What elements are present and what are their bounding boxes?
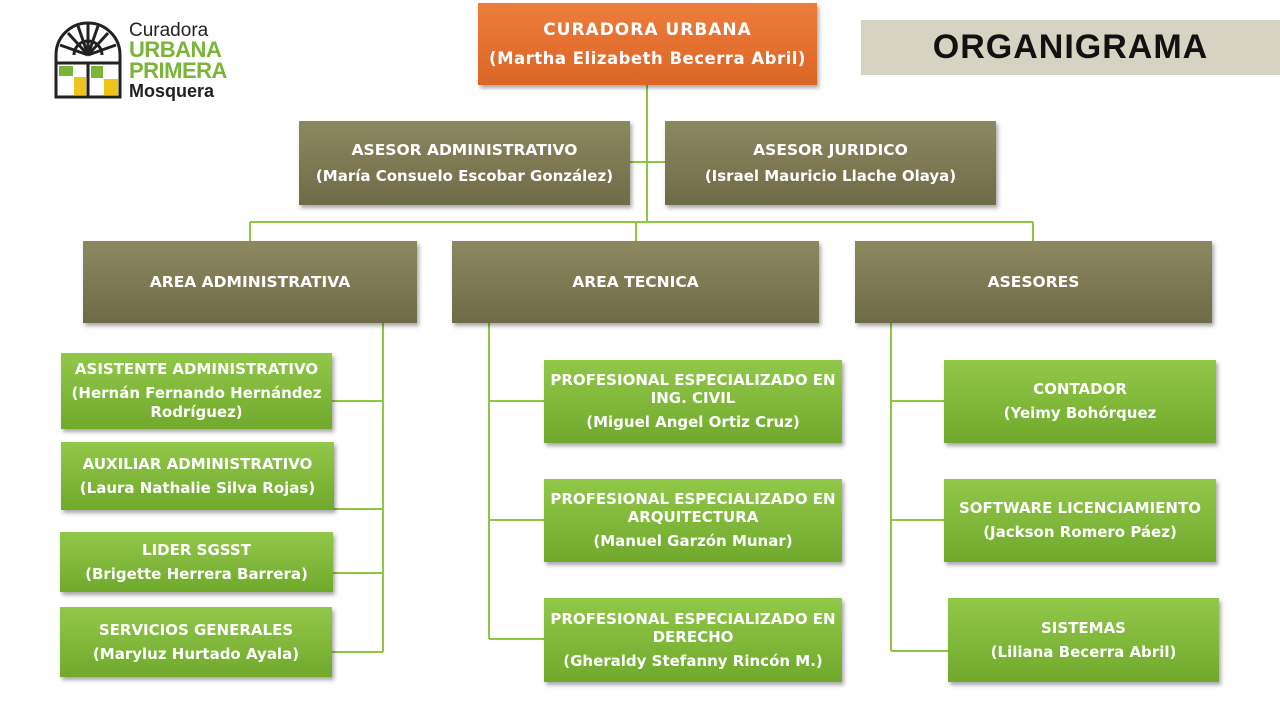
node-profesional-ing-civil: PROFESIONAL ESPECIALIZADO EN ING. CIVIL … [544, 360, 842, 443]
node-title: SISTEMAS [1040, 618, 1126, 637]
node-person: (Maryluz Hurtado Ayala) [92, 644, 300, 663]
node-curadora-urbana: CURADORA URBANA (Martha Elizabeth Becerr… [478, 3, 817, 85]
node-person: (Manuel Garzón Munar) [593, 532, 793, 550]
node-area-tecnica: AREA TECNICA [452, 241, 819, 323]
node-person: (Jackson Romero Páez) [983, 523, 1177, 541]
page-title: ORGANIGRAMA [861, 20, 1280, 75]
node-person: (Laura Nathalie Silva Rojas) [79, 478, 316, 497]
node-person: (Hernán Fernando Hernández Rodríguez) [71, 384, 322, 421]
curadora-logo: Curadora URBANA PRIMERA Mosquera [52, 17, 227, 102]
node-profesional-arquitectura: PROFESIONAL ESPECIALIZADO EN ARQUITECTUR… [544, 479, 842, 562]
node-title: SERVICIOS GENERALES [98, 620, 294, 639]
node-sistemas: SISTEMAS (Liliana Becerra Abril) [948, 598, 1219, 682]
window-arch-icon [54, 21, 122, 99]
node-title: AREA ADMINISTRATIVA [149, 273, 351, 291]
node-title: PROFESIONAL ESPECIALIZADO EN ARQUITECTUR… [550, 490, 836, 526]
node-person: (Israel Mauricio Llache Olaya) [704, 166, 957, 185]
node-title: SOFTWARE LICENCIAMIENTO [959, 499, 1201, 517]
node-person: (María Consuelo Escobar González) [315, 166, 614, 185]
node-person: (Liliana Becerra Abril) [990, 642, 1177, 661]
node-title: CURADORA URBANA [543, 19, 752, 40]
node-person: (Gheraldy Stefanny Rincón M.) [563, 651, 823, 670]
logo-text-mosquera: Mosquera [129, 81, 215, 101]
node-lider-sgsst: LIDER SGSST (Brigette Herrera Barrera) [60, 532, 333, 592]
node-title: ASESOR ADMINISTRATIVO [351, 140, 578, 159]
logo-text-curadora: Curadora [129, 20, 209, 41]
node-software-licenciamiento: SOFTWARE LICENCIAMIENTO (Jackson Romero … [944, 479, 1216, 562]
node-asesores: ASESORES [855, 241, 1212, 323]
node-title: AUXILIAR ADMINISTRATIVO [82, 454, 313, 473]
node-person: (Miguel Angel Ortiz Cruz) [586, 413, 800, 431]
node-title: ASESOR JURIDICO [753, 140, 908, 159]
logo-text-primera: PRIMERA [129, 58, 227, 83]
node-person: (Yeimy Bohórquez [1003, 404, 1157, 422]
node-asistente-administrativo: ASISTENTE ADMINISTRATIVO (Hernán Fernand… [61, 353, 332, 429]
node-title: PROFESIONAL ESPECIALIZADO EN DERECHO [550, 609, 836, 646]
node-title: PROFESIONAL ESPECIALIZADO EN ING. CIVIL [550, 371, 836, 407]
node-area-administrativa: AREA ADMINISTRATIVA [83, 241, 417, 323]
node-person: (Brigette Herrera Barrera) [85, 564, 308, 583]
node-asesor-juridico: ASESOR JURIDICO (Israel Mauricio Llache … [665, 121, 996, 205]
node-contador: CONTADOR (Yeimy Bohórquez [944, 360, 1216, 443]
node-title: ASESORES [987, 273, 1080, 291]
node-title: LIDER SGSST [142, 540, 251, 559]
node-servicios-generales: SERVICIOS GENERALES (Maryluz Hurtado Aya… [60, 607, 332, 677]
node-profesional-derecho: PROFESIONAL ESPECIALIZADO EN DERECHO (Gh… [544, 598, 842, 682]
node-auxiliar-administrativo: AUXILIAR ADMINISTRATIVO (Laura Nathalie … [61, 442, 334, 510]
node-title: ASISTENTE ADMINISTRATIVO [74, 360, 319, 378]
node-title: AREA TECNICA [572, 273, 699, 291]
node-person: (Martha Elizabeth Becerra Abril) [489, 48, 806, 68]
node-asesor-administrativo: ASESOR ADMINISTRATIVO (María Consuelo Es… [299, 121, 630, 205]
node-title: CONTADOR [1033, 380, 1127, 398]
logo-text-urbana: URBANA [129, 37, 222, 62]
